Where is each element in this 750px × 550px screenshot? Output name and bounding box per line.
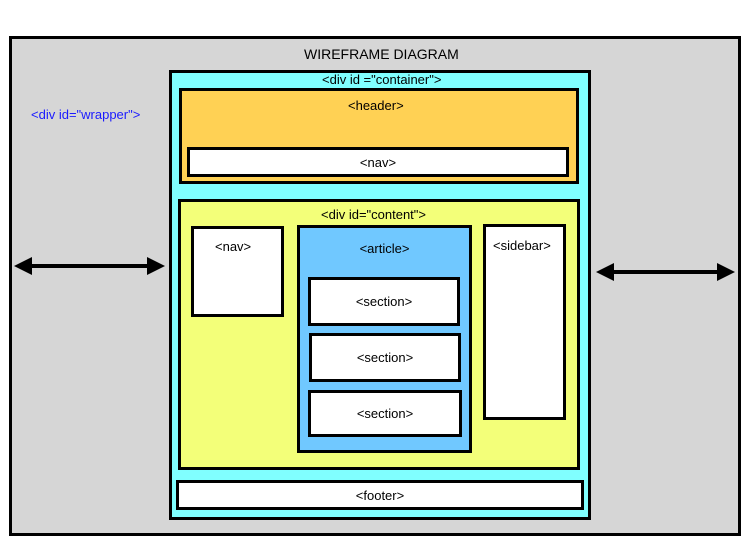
diagram-title: WIREFRAME DIAGRAM — [304, 46, 459, 62]
content-label: <div id="content"> — [321, 207, 426, 222]
section-label: <section> — [355, 294, 413, 309]
article-label: <article> — [359, 241, 410, 256]
footer-label: <footer> — [355, 487, 405, 503]
footer-box: <footer> — [176, 480, 584, 510]
header-nav-label: <nav> — [359, 154, 397, 170]
content-nav-box: <nav> — [191, 226, 284, 317]
right-double-arrow-icon — [596, 263, 735, 281]
section-box: <section> — [308, 277, 460, 326]
left-double-arrow-icon — [14, 257, 165, 275]
header-nav-box: <nav> — [187, 147, 569, 177]
section-label: <section> — [356, 406, 414, 421]
container-label: <div id ="container"> — [322, 72, 442, 87]
wrapper-label: <div id="wrapper"> — [31, 107, 141, 122]
sidebar-label: <sidebar> — [493, 238, 551, 253]
sidebar-box: <sidebar> — [483, 224, 566, 420]
section-box: <section> — [309, 333, 461, 382]
header-label: <header> — [348, 98, 404, 113]
section-box: <section> — [308, 390, 462, 437]
content-nav-label: <nav> — [215, 239, 252, 254]
section-label: <section> — [356, 350, 414, 365]
